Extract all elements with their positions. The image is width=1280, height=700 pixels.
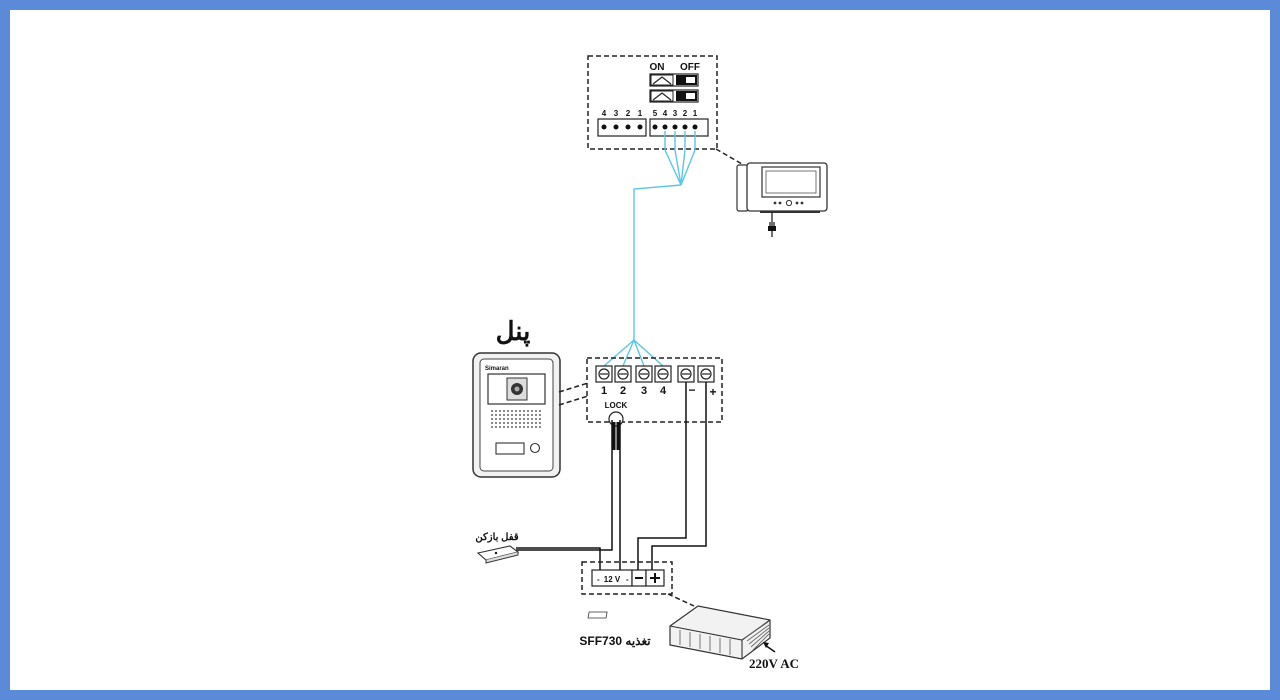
bus-wires (603, 131, 696, 367)
left-pin-label: 3 (614, 109, 619, 118)
right-pin-label: 5 (653, 109, 658, 118)
terminal-block: 1 2 3 4 − + LOCK (586, 357, 723, 427)
power-voltage-label: 12 V (604, 575, 621, 584)
terminal-pin-label: 2 (620, 385, 626, 397)
left-pin-label: 2 (626, 109, 631, 118)
right-pin-label: 4 (663, 109, 668, 118)
wiring-diagram: ON OFF 4 3 2 1 5 4 3 2 1 (472, 55, 828, 671)
lock-connector (608, 411, 624, 427)
panel-title: پنل (496, 317, 531, 347)
dip-switch-2 (649, 89, 699, 103)
top-module-border (587, 55, 718, 150)
terminal-pin-label: + (709, 385, 716, 399)
dip-switch-1 (649, 73, 699, 87)
diagram-frame: ON OFF 4 3 2 1 5 4 3 2 1 (10, 10, 1270, 690)
terminal-screw-2 (614, 365, 632, 383)
power-supply-body (669, 605, 771, 660)
top-module: ON OFF 4 3 2 1 5 4 3 2 1 (587, 55, 718, 150)
right-connector (649, 118, 709, 137)
call-button (529, 442, 541, 454)
panel-brand: Simaran (485, 366, 509, 372)
door-lock: قفل بازکن (475, 532, 520, 564)
right-pin-label: 3 (673, 109, 678, 118)
door-panel: پنل Simaran (472, 317, 589, 478)
left-connector (597, 118, 647, 137)
power-terminal-border (581, 561, 673, 595)
left-pin-label: 1 (638, 109, 643, 118)
terminal-screw-plus (697, 365, 715, 383)
terminal-pin-label: − (688, 383, 695, 397)
door-lock-label: قفل بازکن (475, 532, 518, 543)
power-supply: SFF730 تغذیه 220V AC (579, 605, 799, 671)
switch-off-label: OFF (680, 62, 700, 73)
terminal-screw-3 (635, 365, 653, 383)
terminal-pin-label: 3 (641, 385, 647, 397)
power-minus-label: - (597, 575, 600, 584)
terminal-pin-label: 4 (660, 385, 667, 397)
terminal-screw-minus (677, 365, 695, 383)
name-plate (495, 442, 525, 455)
terminal-border (586, 357, 723, 423)
terminal-pin-label: 1 (601, 385, 607, 397)
terminal-screw-4 (654, 365, 672, 383)
right-pin-label: 2 (683, 109, 688, 118)
left-pin-label: 4 (602, 109, 607, 118)
power-minus2-label: - (626, 575, 629, 584)
lock-label: LOCK (605, 401, 628, 410)
right-pin-label: 1 (693, 109, 698, 118)
power-input-label: 220V AC (749, 656, 799, 671)
power-supply-label: SFF730 تغذیه (579, 634, 651, 648)
speaker-grille (491, 410, 541, 428)
power-terminal: - 12 V - (581, 561, 695, 607)
terminal-screw-1 (595, 365, 613, 383)
switch-on-label: ON (650, 62, 665, 73)
video-monitor (715, 148, 828, 237)
